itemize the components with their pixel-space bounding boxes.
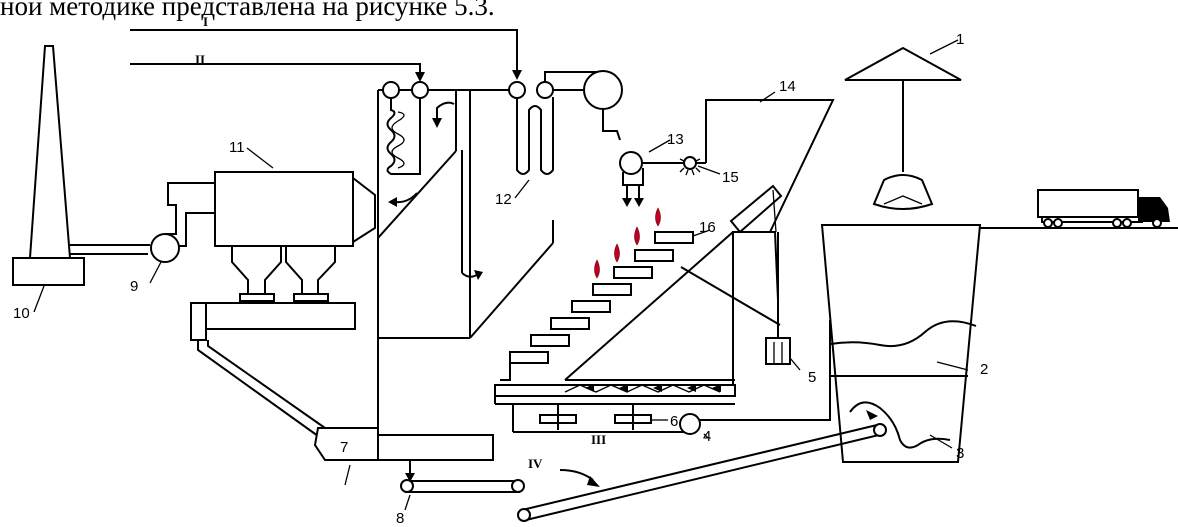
stream-labels: I II III IV	[195, 14, 606, 471]
ash-pusher	[494, 379, 736, 432]
flame-4	[594, 259, 600, 279]
number-labels: 1 2 3 4 5 6 7 8 9 10 11 12 13 14 15 16	[13, 31, 988, 527]
stream-iv-arrow	[559, 469, 600, 487]
primary-air-fan	[679, 320, 831, 439]
delivery-truck	[1037, 189, 1170, 228]
label-6: 6	[670, 413, 678, 430]
air-distributor	[679, 156, 721, 176]
stream-label-ii: II	[195, 52, 205, 67]
stream-label-i: I	[203, 14, 208, 29]
label-3: 3	[956, 445, 964, 462]
label-4: 4	[703, 428, 711, 445]
waste-bunker	[820, 224, 1178, 463]
grate	[500, 207, 734, 381]
ash-chute	[197, 340, 326, 437]
label-7: 7	[340, 439, 348, 456]
label-11: 11	[229, 139, 245, 156]
burner-fan	[619, 139, 684, 207]
bottom-ash-conveyor	[313, 427, 494, 486]
air-plenum	[513, 404, 690, 433]
economizer	[508, 81, 554, 199]
steam-drum	[428, 70, 623, 141]
bag-filter	[190, 147, 376, 341]
flame-3	[614, 243, 620, 263]
label-1: 1	[956, 31, 964, 48]
label-13: 13	[667, 131, 684, 148]
belt-conveyor-8	[400, 479, 525, 511]
boiler	[377, 81, 554, 432]
label-8: 8	[396, 510, 404, 527]
label-10: 10	[13, 305, 30, 322]
crane-grab	[844, 39, 962, 210]
counterweight	[680, 232, 801, 371]
stream-lines	[130, 29, 522, 82]
chimney	[12, 45, 150, 313]
inclined-conveyor	[517, 423, 887, 522]
label-2: 2	[980, 361, 988, 378]
flame-1	[655, 207, 661, 227]
label-15: 15	[722, 169, 739, 186]
label-16: 16	[699, 219, 716, 236]
stream-label-iv: IV	[528, 456, 543, 471]
label-9: 9	[130, 278, 138, 295]
caption-text: ной методике представлена на рисунке 5.3…	[0, 0, 495, 21]
label-12: 12	[495, 191, 512, 208]
label-14: 14	[779, 78, 796, 95]
exhaust-fan	[149, 182, 215, 284]
flame-2	[634, 226, 640, 246]
label-5: 5	[808, 369, 816, 386]
stream-label-iii: III	[591, 432, 606, 447]
